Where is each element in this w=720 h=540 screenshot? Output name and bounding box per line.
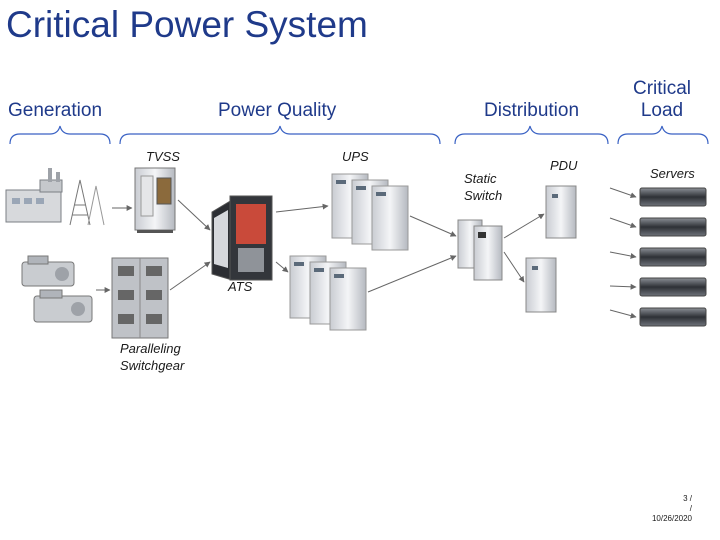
generator-image-1 xyxy=(22,256,74,286)
utility-plant-image xyxy=(6,168,104,225)
label-static-switch-line2: Switch xyxy=(464,187,502,204)
bracket-generation xyxy=(10,126,110,144)
label-switchgear-line2: Switchgear xyxy=(120,357,184,374)
generator-image-2 xyxy=(34,290,92,322)
bracket-critical-load xyxy=(618,126,708,144)
paralleling-switchgear-image xyxy=(112,258,168,338)
label-tvss: TVSS xyxy=(146,148,180,165)
ups-image-lower xyxy=(290,256,366,330)
slide-footer: 3 / / 10/26/2020 xyxy=(620,494,692,524)
tvss-cabinet-image xyxy=(135,168,175,233)
label-ups: UPS xyxy=(342,148,369,165)
bracket-power-quality xyxy=(120,126,440,144)
slide-date: 10/26/2020 xyxy=(620,514,692,524)
label-ats: ATS xyxy=(228,278,252,295)
label-servers: Servers xyxy=(650,165,695,182)
label-switchgear-line1: Paralleling xyxy=(120,340,184,357)
ups-image-upper xyxy=(332,174,408,250)
ats-cabinet-image xyxy=(212,196,272,280)
bracket-distribution xyxy=(455,126,608,144)
pdu-image-upper xyxy=(546,186,576,238)
label-static-switch-line1: Static xyxy=(464,170,502,187)
static-switch-image xyxy=(458,220,502,280)
page-number: 3 / xyxy=(620,494,692,504)
pdu-image-lower xyxy=(526,258,556,312)
page-number-total: / xyxy=(620,504,692,514)
label-static-switch: Static Switch xyxy=(464,170,502,204)
server-rack-image xyxy=(640,188,706,326)
label-pdu: PDU xyxy=(550,157,577,174)
label-paralleling-switchgear: Paralleling Switchgear xyxy=(120,340,184,374)
